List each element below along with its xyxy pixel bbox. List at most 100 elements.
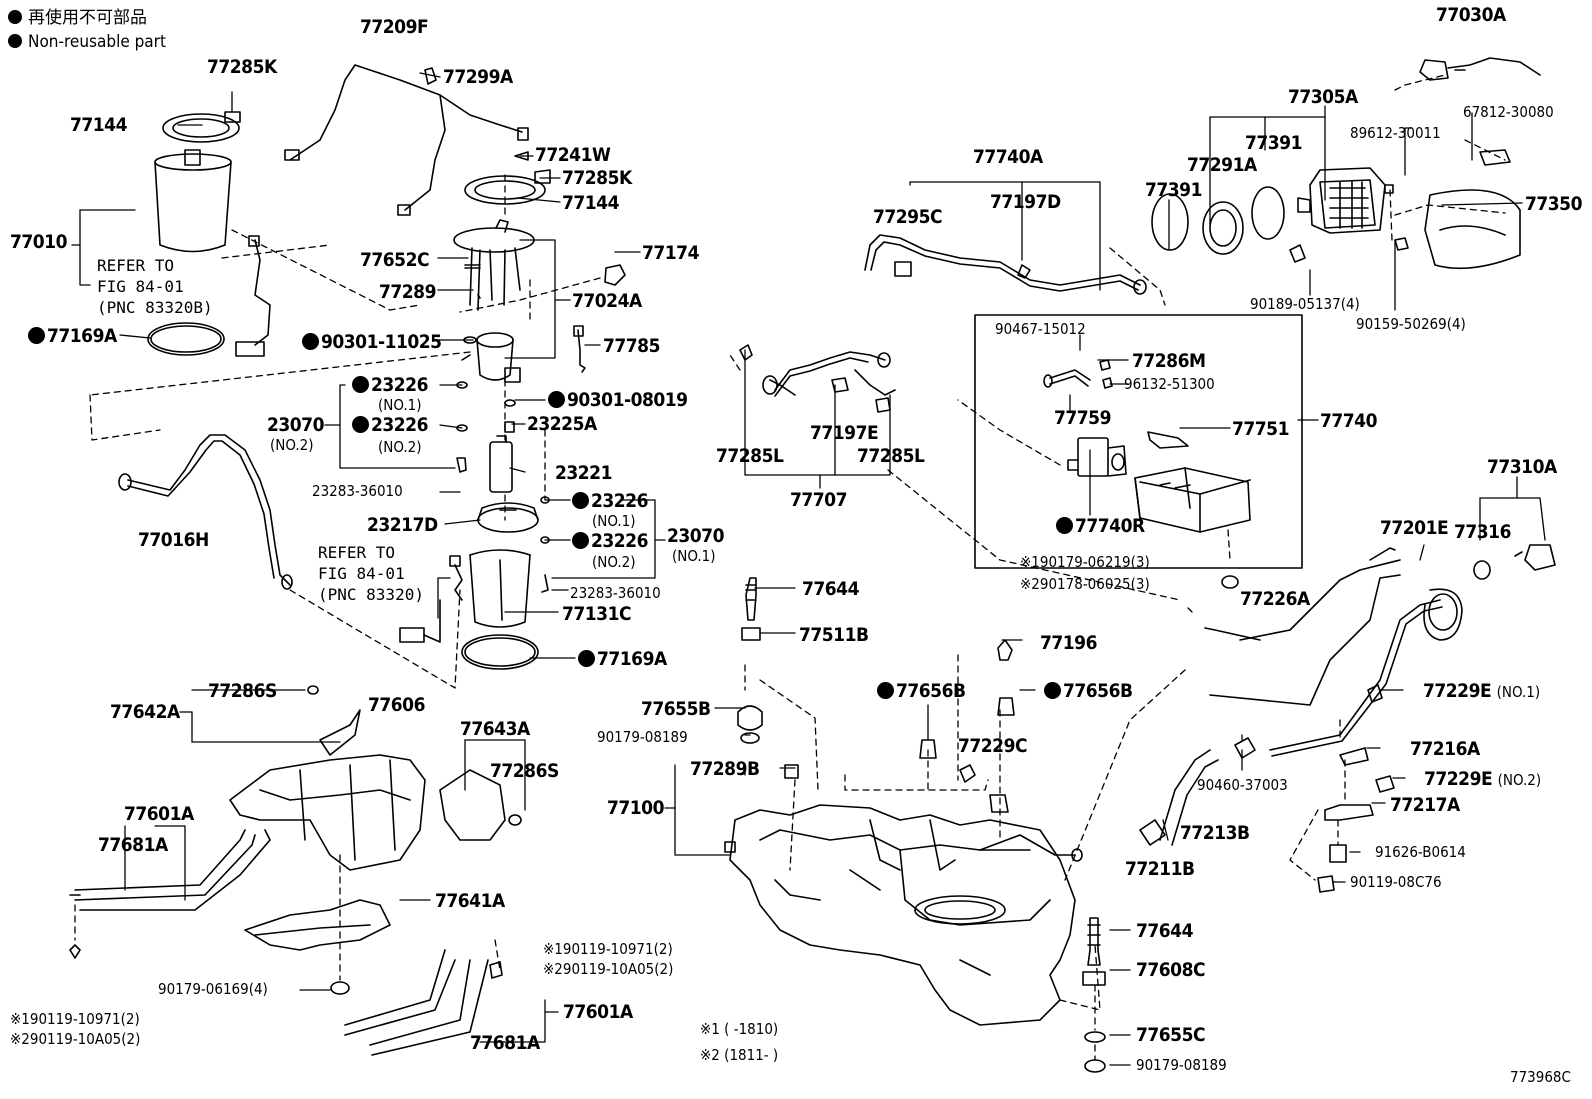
refer-note: (PNC 83320) xyxy=(318,585,424,604)
refer-note: REFER TO xyxy=(318,543,396,562)
part-label: 77707 xyxy=(790,489,847,511)
part-label: 77391 xyxy=(1245,132,1302,154)
part-label: 77216A xyxy=(1410,738,1480,760)
part-note: (NO.1) xyxy=(1496,683,1541,701)
part-number: 23226 xyxy=(371,374,428,396)
part-label: 90189-05137(4) xyxy=(1250,295,1360,313)
non-reusable-dot-icon xyxy=(8,10,22,24)
part-label: 77024A xyxy=(572,290,642,312)
non-reusable-dot-icon xyxy=(352,416,369,433)
part-note: (NO.2) xyxy=(592,553,636,571)
legend-japanese: 再使用不可部品 xyxy=(8,10,147,27)
part-label: 77289 xyxy=(379,281,436,303)
legend-jp-text: 再使用不可部品 xyxy=(28,8,147,28)
part-label: 77316 xyxy=(1454,521,1511,543)
part-label: 77285L xyxy=(716,445,784,467)
part-number: 77229E xyxy=(1424,768,1493,790)
part-label-nonreusable: 23226 xyxy=(352,376,428,395)
part-note: (NO.1) xyxy=(378,396,422,414)
part-label-nonreusable: 77740R xyxy=(1056,517,1145,536)
part-label: 77100 xyxy=(607,797,664,819)
legend-en-text: Non-reusable part xyxy=(28,32,166,52)
non-reusable-dot-icon xyxy=(8,34,22,48)
non-reusable-dot-icon xyxy=(352,376,369,393)
footnote-range: ※2 (1811- ) xyxy=(700,1046,779,1064)
part-drawings xyxy=(69,57,1556,1073)
legend-english: Non-reusable part xyxy=(8,34,166,51)
part-number: 77656B xyxy=(896,680,966,702)
footnote-range: ※1 ( -1810) xyxy=(700,1020,779,1038)
part-label: 23283-36010 xyxy=(312,482,403,500)
part-number: 77229E xyxy=(1423,680,1492,702)
part-label: 77010 xyxy=(10,231,67,253)
part-number: 77740R xyxy=(1075,515,1145,537)
part-label: 89612-30011 xyxy=(1350,124,1441,142)
part-note: (NO.1) xyxy=(672,547,716,565)
part-label: 90460-37003 xyxy=(1197,776,1288,794)
part-label: 77211B xyxy=(1125,858,1195,880)
part-label: 77197D xyxy=(990,191,1061,213)
part-number: 23226 xyxy=(591,490,648,512)
non-reusable-dot-icon xyxy=(1044,682,1061,699)
part-label-nonreusable: 23226 xyxy=(352,416,428,435)
non-reusable-dot-icon xyxy=(1056,517,1073,534)
part-label: ※290178-06025(3) xyxy=(1020,575,1150,593)
part-label: 77601A xyxy=(124,803,194,825)
part-label: 96132-51300 xyxy=(1124,375,1215,393)
part-number: 77656B xyxy=(1063,680,1133,702)
part-note: (NO.1) xyxy=(592,512,636,530)
part-label-nonreusable: 23226 xyxy=(572,532,648,551)
part-label: 77644 xyxy=(1136,920,1193,942)
part-label: 77740 xyxy=(1320,410,1377,432)
part-number: 23226 xyxy=(591,530,648,552)
part-label: 77655B xyxy=(641,698,711,720)
part-label: 23283-36010 xyxy=(570,584,661,602)
non-reusable-dot-icon xyxy=(302,333,319,350)
part-label: 77295C xyxy=(873,206,943,228)
part-label: 77286S xyxy=(490,760,559,782)
part-label: 77241W xyxy=(535,144,611,166)
part-label: 77229E (NO.2) xyxy=(1424,770,1541,789)
non-reusable-dot-icon xyxy=(578,650,595,667)
non-reusable-dot-icon xyxy=(572,532,589,549)
part-label: 77608C xyxy=(1136,959,1206,981)
part-label-nonreusable: 77656B xyxy=(1044,682,1133,701)
part-label: 77759 xyxy=(1054,407,1111,429)
refer-note: REFER TO xyxy=(97,256,175,275)
non-reusable-dot-icon xyxy=(28,327,45,344)
part-label: 23070 xyxy=(267,414,324,436)
part-label: 91626-B0614 xyxy=(1375,843,1466,861)
part-label: 77511B xyxy=(799,624,869,646)
part-note: (NO.2) xyxy=(270,436,314,454)
part-label: 77213B xyxy=(1180,822,1250,844)
part-number: 90301-08019 xyxy=(567,389,688,411)
part-label: 77740A xyxy=(973,146,1043,168)
part-number: 23226 xyxy=(371,414,428,436)
part-number: 77169A xyxy=(47,325,117,347)
part-label: 90179-08189 xyxy=(1136,1056,1227,1074)
part-label-nonreusable: 90301-11025 xyxy=(302,333,442,352)
part-label: ※190119-10971(2) xyxy=(10,1010,140,1028)
part-label: 90119-08C76 xyxy=(1350,873,1442,891)
diagram-id: 773968C xyxy=(1510,1068,1571,1086)
part-label: 77391 xyxy=(1145,179,1202,201)
part-label: 77144 xyxy=(562,192,619,214)
refer-note: FIG 84-01 xyxy=(97,277,184,296)
part-number: 90301-11025 xyxy=(321,331,442,353)
part-label: 77174 xyxy=(642,242,699,264)
part-number: 77169A xyxy=(597,648,667,670)
part-label: 77681A xyxy=(470,1032,540,1054)
part-label: 67812-30080 xyxy=(1463,103,1554,121)
leader-lines xyxy=(71,72,1546,1066)
part-label: ※190119-10971(2) xyxy=(543,940,673,958)
part-label: 90179-08189 xyxy=(597,728,688,746)
part-label: 77310A xyxy=(1487,456,1557,478)
refer-note: (PNC 83320B) xyxy=(97,298,213,317)
part-label: ※190179-06219(3) xyxy=(1020,553,1150,571)
part-label: 77291A xyxy=(1187,154,1257,176)
non-reusable-dot-icon xyxy=(877,682,894,699)
part-label: 77285K xyxy=(207,56,277,78)
part-note: (NO.2) xyxy=(1497,771,1542,789)
